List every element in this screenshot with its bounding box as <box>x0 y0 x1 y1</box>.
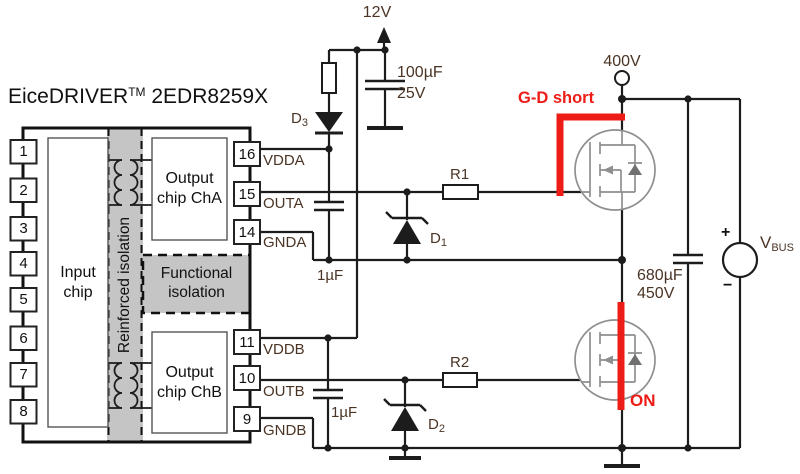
label-d1: D1 <box>430 230 447 249</box>
pin-7: 7 <box>19 366 28 384</box>
circuit-wiring <box>260 34 742 468</box>
cap-100uf-voltage: 25V <box>397 85 426 102</box>
gd-short-label: G-D short <box>518 89 595 107</box>
resistor-r1 <box>442 184 479 200</box>
pin-15: 15 <box>238 185 256 203</box>
mosfet-b-symbol <box>574 319 656 401</box>
transformer-b-secondary <box>129 362 139 409</box>
right-pin-boxes <box>233 141 261 432</box>
reinforced-isolation-label: Reinforced isolation <box>116 216 133 354</box>
title-part: 2EDR8259X <box>151 85 269 108</box>
zener-d1 <box>385 211 429 244</box>
resistor-d3-series <box>321 62 337 94</box>
wire-gnda <box>260 230 622 262</box>
mosfet-a-arrow-icon <box>603 165 613 175</box>
cap-1uf-a-plates <box>314 200 344 212</box>
label-r2: R2 <box>450 354 470 371</box>
label-12v: 12V <box>362 4 392 21</box>
resistor-r2 <box>442 372 478 388</box>
pin-3: 3 <box>19 220 28 238</box>
net-label-gndb: GNDB <box>263 422 307 439</box>
vbus-plus-sign: + <box>721 224 731 241</box>
ic-body-outline <box>21 126 252 444</box>
isolation-transformers <box>108 159 152 409</box>
wire-gndb-rail <box>260 416 740 450</box>
cap-1uf-a-value: 1µF <box>317 267 344 284</box>
gd-short-highlight <box>556 113 625 196</box>
mosfet-b-body-diode <box>628 354 642 365</box>
input-chip-label: Input chip <box>60 263 96 301</box>
cap-100uf-value: 100µF <box>397 64 443 81</box>
cap-680uf-value: 680µF <box>637 267 683 284</box>
label-r1: R1 <box>450 166 470 183</box>
supply-arrow-icon <box>377 27 391 43</box>
input-chip-box <box>47 137 109 428</box>
mosfet-a-body-diode <box>628 164 642 175</box>
cap-680uf-plates <box>673 253 703 265</box>
pin-10: 10 <box>238 369 256 387</box>
pin-9: 9 <box>242 410 252 428</box>
title-tm: TM <box>128 85 146 99</box>
output-chip-b-box <box>151 331 228 434</box>
vbus-source <box>721 241 759 279</box>
vbus-minus-sign: − <box>723 277 733 294</box>
output-chip-b-label: Output chip ChB <box>157 363 222 401</box>
pin-5: 5 <box>19 291 28 309</box>
vbus-label: VBUS <box>760 233 794 254</box>
label-400v: 400V <box>603 53 641 70</box>
label-d3: D3 <box>291 110 308 129</box>
label-d2: D2 <box>428 416 445 435</box>
pin-6: 6 <box>19 329 28 347</box>
transformer-a-secondary <box>129 159 139 206</box>
output-chip-a-box <box>151 137 228 241</box>
discrete-components <box>315 27 759 431</box>
output-chip-a-label: Output chip ChA <box>157 170 222 207</box>
cap-1uf-b-value: 1µF <box>331 404 358 421</box>
net-label-outb: OUTB <box>263 383 305 400</box>
zener-d2 <box>383 398 427 431</box>
mosfet-b-arrow-icon <box>603 355 613 365</box>
ic-outline <box>21 126 252 444</box>
cap-100uf-plates <box>365 79 405 91</box>
transformer-a-primary <box>113 159 123 206</box>
net-label-outa: OUTA <box>263 195 304 212</box>
terminal-400v <box>614 70 630 86</box>
net-label-vdda: VDDA <box>263 152 305 169</box>
mosfet-a-symbol <box>574 129 656 211</box>
diagram-title: EiceDRIVERTM 2EDR8259X <box>8 85 268 109</box>
functional-isolation-box <box>141 253 252 315</box>
pin-14: 14 <box>238 223 256 241</box>
on-state-label: ON <box>630 391 656 410</box>
left-pin-boxes <box>9 139 38 425</box>
pin-2: 2 <box>19 181 28 199</box>
cap-1uf-b-plates <box>313 388 343 400</box>
transformer-b-primary <box>113 362 123 409</box>
pin-16: 16 <box>238 145 256 163</box>
pin-11: 11 <box>239 333 255 351</box>
net-label-gnda: GNDA <box>263 234 307 251</box>
pin-4: 4 <box>19 255 28 273</box>
pin-1: 1 <box>19 143 28 161</box>
diode-d3 <box>315 112 343 135</box>
pin-8: 8 <box>19 403 28 421</box>
cap-680uf-voltage: 450V <box>637 285 675 302</box>
net-label-vddb: VDDB <box>263 341 305 358</box>
title-brand: EiceDRIVER <box>8 85 129 108</box>
junction-dots <box>324 46 692 452</box>
functional-isolation-label: Functional isolation <box>160 265 233 301</box>
